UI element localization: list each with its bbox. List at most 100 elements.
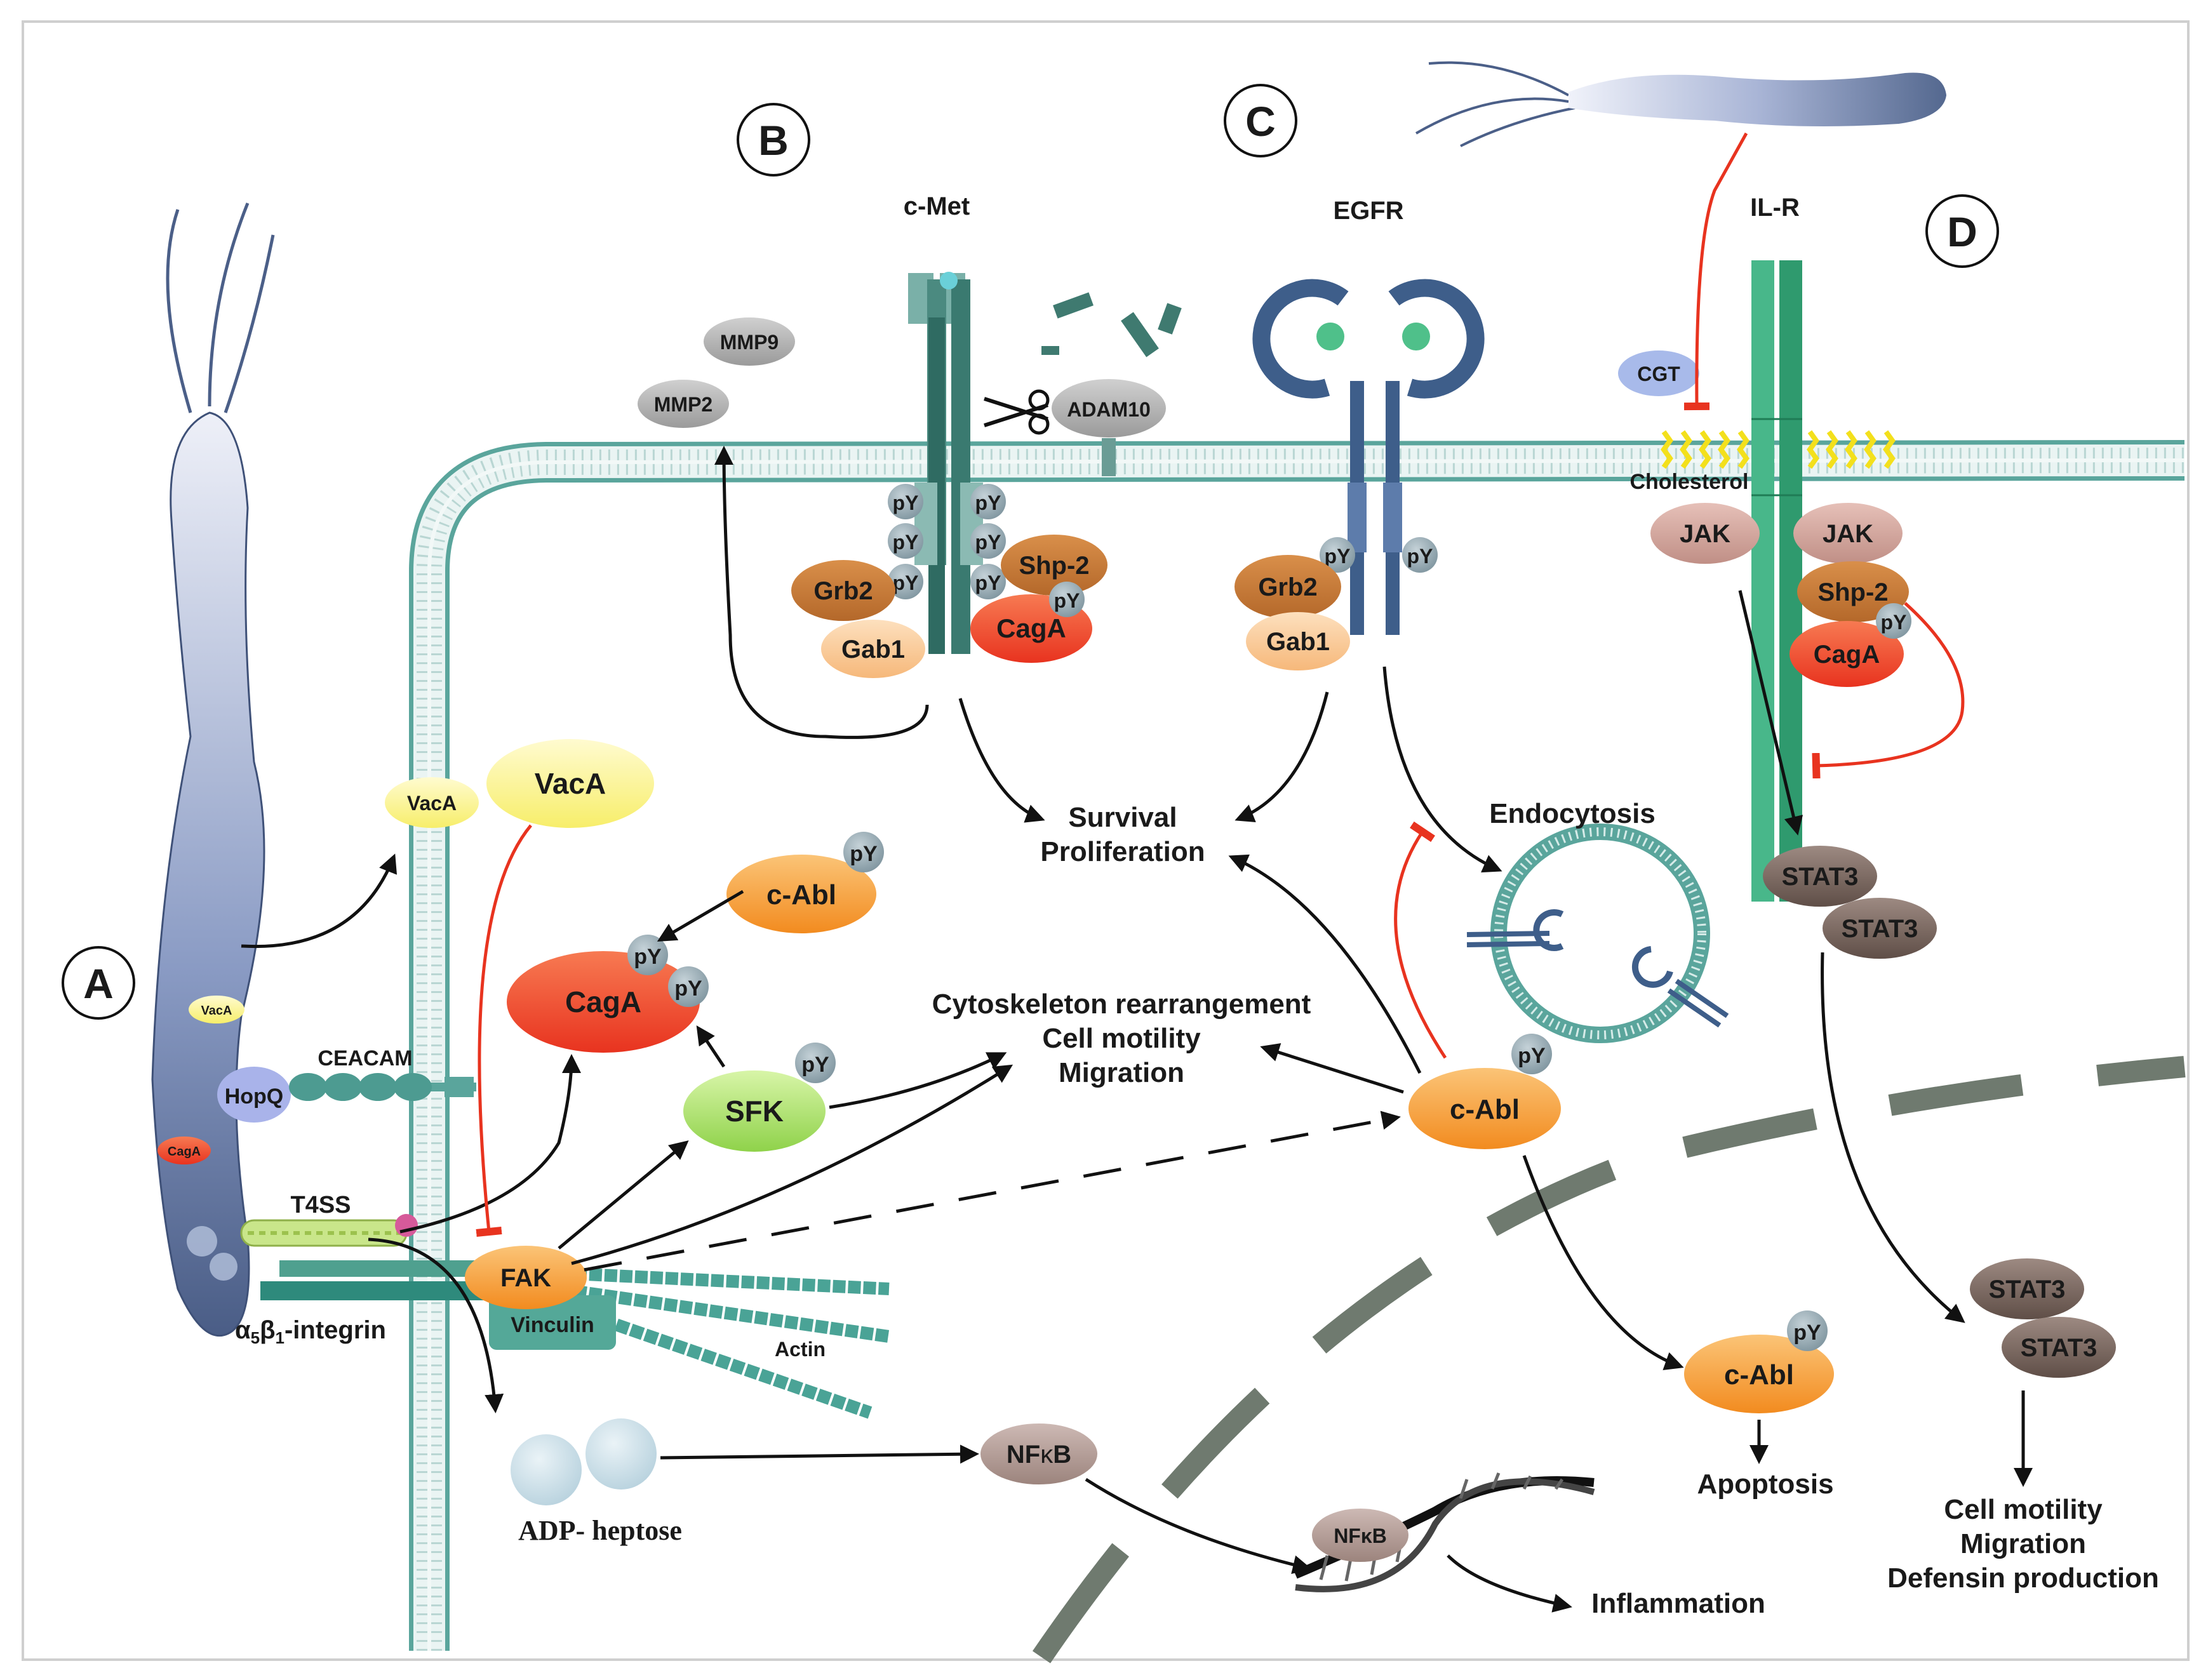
arrow-egfr-to-survival (1234, 691, 1329, 822)
shp2-d-node: Shp-2 (1797, 561, 1909, 622)
svg-text:C: C (1245, 98, 1276, 145)
hopq-node: HopQ (217, 1067, 291, 1123)
svg-text:Gab1: Gab1 (841, 636, 905, 663)
panel-label-b: B (737, 103, 810, 177)
svg-text:c-Met: c-Met (904, 192, 970, 220)
svg-text:pY: pY (1793, 1321, 1821, 1345)
svg-text:pY: pY (893, 531, 919, 554)
svg-text:Gab1: Gab1 (1266, 628, 1330, 656)
vaca-cytoplasm-node: VacA (486, 739, 654, 828)
svg-text:STAT3: STAT3 (2021, 1334, 2097, 1362)
cell-membrane (409, 440, 2185, 1651)
arrow-fak-to-cytoskeleton (571, 1064, 1014, 1265)
svg-text:Grb2: Grb2 (813, 577, 873, 605)
caga-cytoplasm-node: CagA pY pY (507, 935, 709, 1053)
outcome-endocytosis: Endocytosis (1489, 798, 1656, 829)
svg-text:CagA: CagA (996, 613, 1066, 643)
nfkb-nucleus: NFκB (1312, 1509, 1408, 1562)
arrow-dna-to-inflammation (1447, 1554, 1572, 1613)
svg-text:pY: pY (850, 842, 878, 866)
stat3-nuc-a: STAT3 (1970, 1258, 2084, 1319)
arrow-cmet-to-mmp (714, 446, 929, 739)
t4ss-pilus: T4SS (240, 1192, 418, 1247)
inhibit-cabl-egfr-endocytosis (1394, 821, 1447, 1059)
mmp9-node: MMP9 (704, 317, 795, 366)
svg-text:Shp-2: Shp-2 (1019, 552, 1089, 580)
svg-text:ADAM10: ADAM10 (1067, 398, 1151, 421)
arrow-cabl-to-caga (657, 890, 744, 942)
outcome-migration: Migration (1059, 1057, 1184, 1088)
svg-text:A: A (83, 960, 114, 1007)
endocytic-vesicle (1466, 823, 1729, 1043)
svg-text:JAK: JAK (1823, 520, 1873, 548)
svg-text:pY: pY (1881, 611, 1907, 634)
stat3-nuc-b: STAT3 (2002, 1317, 2116, 1378)
svg-text:MMP2: MMP2 (654, 393, 712, 416)
svg-text:NFκB: NFκB (1334, 1524, 1387, 1547)
arrow-cmet-to-survival (958, 698, 1045, 823)
arrow-cabl-to-cytoskeleton (1260, 1043, 1404, 1094)
outcome-d-cell-motility: Cell motility (1944, 1494, 2103, 1525)
outcome-apoptosis: Apoptosis (1697, 1469, 1833, 1500)
grb2-c-node: Grb2 (1234, 555, 1341, 618)
ilr-receptor: IL-R (1750, 194, 1802, 902)
svg-text:EGFR: EGFR (1333, 197, 1403, 225)
caga-b-node: CagA pY (970, 582, 1092, 663)
arrow-sfk-to-caga (696, 1025, 726, 1068)
svg-text:D: D (1947, 208, 1977, 255)
panel-label-c: C (1224, 84, 1297, 157)
svg-text:STAT3: STAT3 (1842, 915, 1918, 943)
svg-text:VacA: VacA (407, 792, 457, 815)
c-met-fragments (1041, 292, 1182, 357)
svg-text:Vinculin: Vinculin (511, 1313, 594, 1337)
adp-heptose: ADP- heptose (511, 1418, 682, 1546)
activation-arrows (241, 446, 2033, 1613)
panel-label-a: A (62, 946, 135, 1020)
svg-text:Actin: Actin (775, 1338, 826, 1361)
svg-text:α5β1-integrin: α5β1-integrin (235, 1316, 386, 1347)
svg-text:pY: pY (1054, 589, 1080, 612)
h-pylori-bacterium-left (151, 203, 275, 1337)
outcome-proliferation: Proliferation (1040, 836, 1205, 867)
svg-text:STAT3: STAT3 (1782, 863, 1859, 891)
svg-text:FAK: FAK (500, 1264, 551, 1292)
inhibit-bacterium-cholesterol (1683, 132, 1748, 411)
jak-left-node: JAK (1650, 503, 1760, 564)
svg-text:CGT: CGT (1637, 363, 1680, 385)
svg-text:pY: pY (975, 531, 1001, 554)
nfkb-cytoplasm: NFκB (980, 1423, 1097, 1484)
c-met-phospho-sites: pY pY pY pY pY pY (888, 484, 1006, 599)
grb2-b-node: Grb2 (791, 560, 895, 621)
svg-text:MMP9: MMP9 (720, 331, 779, 354)
svg-text:pY: pY (634, 945, 662, 969)
gab1-b-node: Gab1 (821, 620, 925, 678)
c-abl-nucleus-node: c-Abl pY (1684, 1310, 1834, 1413)
arrow-bacterium-to-vaca (241, 853, 397, 949)
caga-d-node: CagA pY (1790, 603, 1911, 687)
h-pylori-bacterium-top (1415, 61, 1946, 147)
caga-on-bacterium: CagA (157, 1137, 211, 1164)
sfk-node: SFK pY (683, 1043, 836, 1152)
inhibition-lines (476, 132, 1965, 1237)
inhibit-shp2-stat3 (1812, 602, 1965, 779)
jak-right-node: JAK (1793, 503, 1903, 564)
svg-text:STAT3: STAT3 (1989, 1276, 2066, 1303)
outcome-d-migration: Migration (1960, 1528, 2086, 1559)
svg-text:VacA: VacA (535, 767, 606, 800)
c-abl-center-node: c-Abl pY (1408, 1034, 1561, 1149)
svg-text:pY: pY (1325, 545, 1351, 568)
arrow-sfk-to-cytoskeleton (829, 1052, 1007, 1109)
inhibit-vaca-fak (476, 824, 532, 1237)
cgt-node: CGT (1618, 350, 1699, 396)
svg-text:CagA: CagA (168, 1145, 201, 1159)
svg-text:T4SS: T4SS (290, 1192, 351, 1218)
svg-text:Shp-2: Shp-2 (1817, 578, 1888, 606)
svg-text:B: B (758, 117, 789, 164)
arrow-egfr-to-endocytosis (1382, 666, 1502, 873)
svg-text:pY: pY (975, 491, 1001, 514)
figure-frame (22, 20, 2190, 1661)
arrow-jak-to-stat3 (1738, 590, 1803, 836)
vaca-membrane-node: VacA (385, 777, 479, 828)
fak-node: FAK (465, 1246, 587, 1309)
